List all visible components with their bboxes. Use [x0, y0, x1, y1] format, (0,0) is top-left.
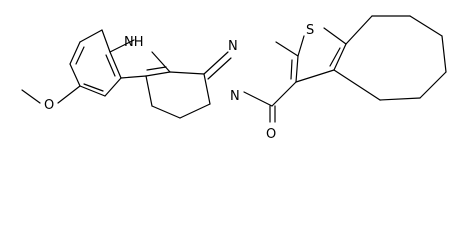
tetrahydropyridine-ring: [145, 71, 211, 119]
methoxy-group: [21, 85, 81, 104]
methoxy-oxygen-label: O: [44, 98, 54, 113]
thiophene-ring: [295, 27, 347, 83]
benzene-ring: [69, 29, 122, 97]
imine-nitrogen-label: N: [228, 39, 238, 54]
pyrrole-ring: [109, 39, 171, 79]
carbonyl-oxygen-label: O: [266, 127, 276, 142]
molecule-drawing: NH N S N O O: [21, 15, 447, 142]
carbonyl-group: [269, 105, 276, 123]
cycloheptane-ring: [333, 15, 447, 101]
nh-atom-label: NH: [124, 35, 144, 50]
sulfur-atom-label: S: [306, 23, 314, 38]
pyrimidinone-ring: [203, 41, 299, 107]
amide-nitrogen-label: N: [230, 89, 240, 104]
chemical-structure-canvas: NH N S N O O: [21, 15, 447, 142]
